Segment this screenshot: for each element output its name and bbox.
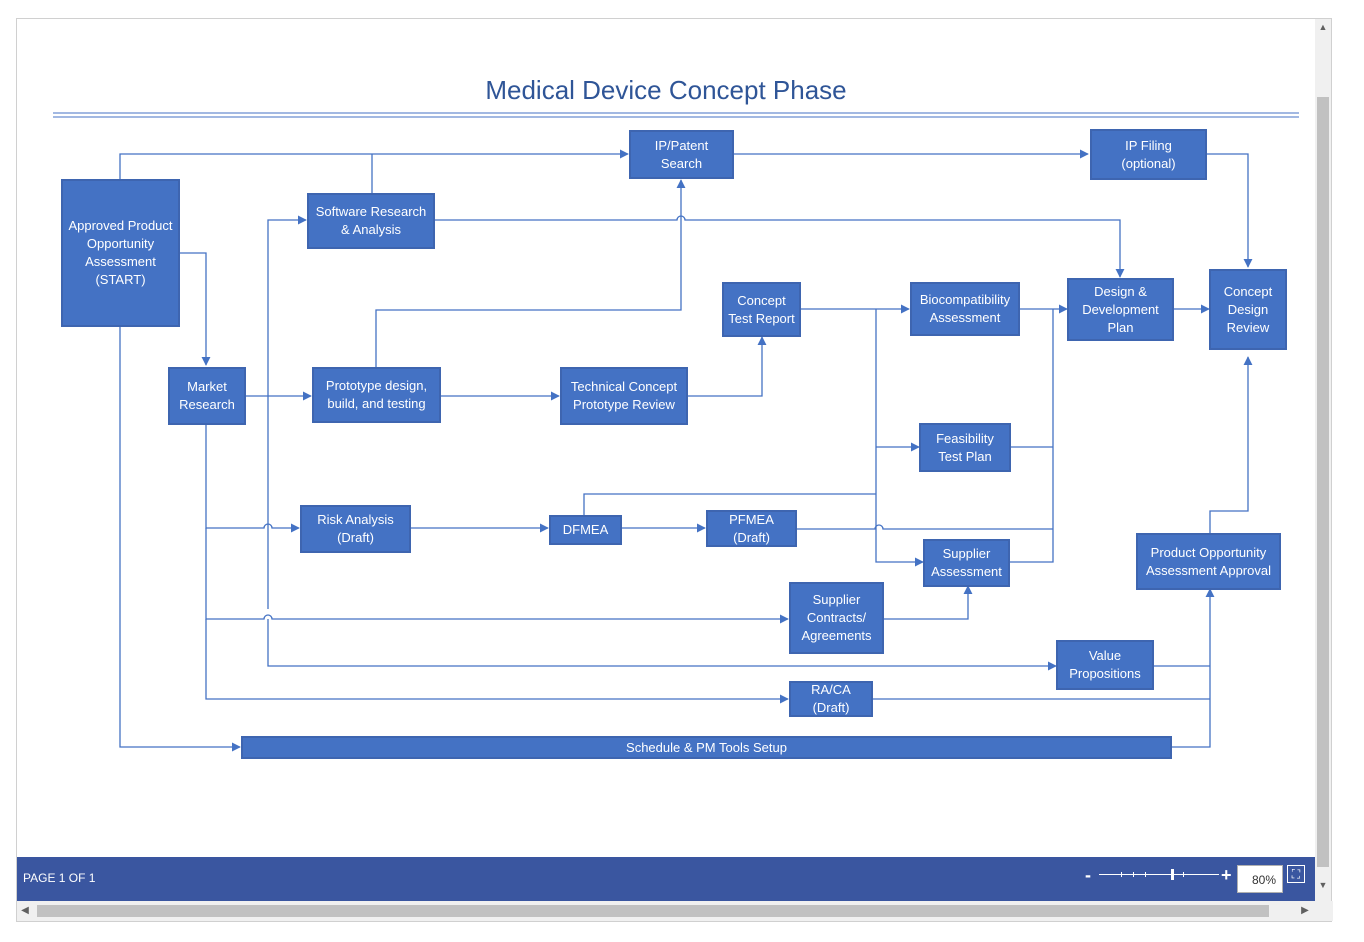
zoom-slider-track bbox=[1099, 874, 1219, 875]
diagram-title: Medical Device Concept Phase bbox=[485, 75, 847, 105]
scroll-left-icon[interactable]: ◀ bbox=[21, 905, 29, 916]
node-concept-test-report: Concept Test Report bbox=[722, 282, 801, 337]
node-label: Schedule & PM Tools Setup bbox=[626, 739, 787, 755]
node-dfmea: DFMEA bbox=[549, 515, 622, 545]
node-ip-filing: IP Filing (optional) bbox=[1090, 129, 1207, 180]
horizontal-scrollbar[interactable]: ◀ ▶ bbox=[17, 901, 1333, 921]
node-label: DFMEA bbox=[562, 522, 609, 537]
node-label: Prototype design, build, and testing bbox=[325, 378, 428, 411]
node-feasibility-test-plan: Feasibility Test Plan bbox=[919, 423, 1011, 472]
node-label: Product Opportunity Assessment Approval bbox=[1145, 544, 1271, 578]
vertical-scrollbar[interactable]: ▲ ▼ bbox=[1315, 19, 1331, 901]
zoom-slider-tick bbox=[1121, 872, 1122, 877]
title-rule bbox=[53, 112, 1299, 118]
scroll-right-icon[interactable]: ▶ bbox=[1301, 905, 1309, 916]
node-label: Concept Design Review bbox=[1223, 283, 1273, 335]
node-product-opportunity-approval: Product Opportunity Assessment Approval bbox=[1136, 533, 1281, 590]
node-approved-product-opportunity: Approved Product Opportunity Assessment … bbox=[61, 179, 180, 327]
node-biocompatibility-assessment: Biocompatibility Assessment bbox=[910, 282, 1020, 336]
node-label: Supplier Contracts/ Agreements bbox=[801, 592, 872, 643]
node-label: IP/Patent Search bbox=[654, 137, 709, 171]
node-risk-analysis: Risk Analysis (Draft) bbox=[300, 505, 411, 553]
zoom-out-button[interactable]: - bbox=[1085, 865, 1091, 885]
zoom-slider[interactable] bbox=[1099, 869, 1219, 881]
node-pfmea: PFMEA (Draft) bbox=[706, 510, 797, 547]
node-label: Value Propositions bbox=[1069, 648, 1141, 681]
node-label: Market Research bbox=[179, 379, 235, 412]
node-value-propositions: Value Propositions bbox=[1056, 640, 1154, 690]
node-design-development-plan: Design & Development Plan bbox=[1067, 278, 1174, 341]
scroll-up-icon[interactable]: ▲ bbox=[1318, 22, 1328, 32]
zoom-percentage[interactable]: 80% bbox=[1237, 865, 1283, 893]
diagram-canvas: Medical Device Concept Phase Approved Pr… bbox=[17, 19, 1315, 857]
node-label: RA/CA (Draft) bbox=[811, 682, 851, 715]
horizontal-scroll-thumb[interactable] bbox=[37, 905, 1269, 917]
status-bar: PAGE 1 OF 1 - + 80% ⛶ bbox=[17, 857, 1315, 901]
node-ip-patent-search: IP/Patent Search bbox=[629, 130, 734, 179]
node-concept-design-review: Concept Design Review bbox=[1209, 269, 1287, 350]
node-label: PFMEA (Draft) bbox=[729, 511, 774, 545]
node-label: Concept Test Report bbox=[728, 292, 795, 326]
node-label: Approved Product Opportunity Assessment … bbox=[68, 218, 173, 287]
flowchart-connectors bbox=[53, 112, 1299, 752]
fit-to-page-icon[interactable]: ⛶ bbox=[1287, 865, 1305, 883]
node-market-research: Market Research bbox=[168, 367, 246, 425]
zoom-in-button[interactable]: + bbox=[1221, 865, 1232, 885]
node-label: Feasibility Test Plan bbox=[936, 430, 994, 464]
scroll-down-icon[interactable]: ▼ bbox=[1318, 880, 1328, 890]
node-label: Technical Concept Prototype Review bbox=[570, 379, 678, 412]
zoom-slider-tick bbox=[1183, 872, 1184, 877]
zoom-slider-tick bbox=[1133, 872, 1134, 877]
node-prototype-design: Prototype design, build, and testing bbox=[312, 367, 441, 423]
vertical-scroll-thumb[interactable] bbox=[1317, 97, 1329, 867]
node-label: Software Research & Analysis bbox=[315, 204, 427, 237]
node-label: Biocompatibility Assessment bbox=[919, 292, 1011, 325]
node-supplier-assessment: Supplier Assessment bbox=[923, 539, 1010, 587]
node-schedule-pm-tools: Schedule & PM Tools Setup bbox=[241, 736, 1172, 759]
node-label: Supplier Assessment bbox=[931, 546, 1002, 579]
zoom-slider-handle[interactable] bbox=[1171, 869, 1174, 880]
node-technical-concept-review: Technical Concept Prototype Review bbox=[560, 367, 688, 425]
node-supplier-contracts: Supplier Contracts/ Agreements bbox=[789, 582, 884, 654]
connector-lines bbox=[119, 149, 1253, 752]
node-label: Design & Development Plan bbox=[1082, 283, 1159, 335]
page-indicator: PAGE 1 OF 1 bbox=[23, 871, 96, 885]
node-ra-ca: RA/CA (Draft) bbox=[789, 681, 873, 717]
node-software-research: Software Research & Analysis bbox=[307, 193, 435, 249]
document-viewer: Medical Device Concept Phase Approved Pr… bbox=[16, 18, 1333, 922]
zoom-slider-tick bbox=[1145, 872, 1146, 877]
node-label: IP Filing (optional) bbox=[1121, 137, 1176, 171]
node-label: Risk Analysis (Draft) bbox=[317, 512, 394, 545]
